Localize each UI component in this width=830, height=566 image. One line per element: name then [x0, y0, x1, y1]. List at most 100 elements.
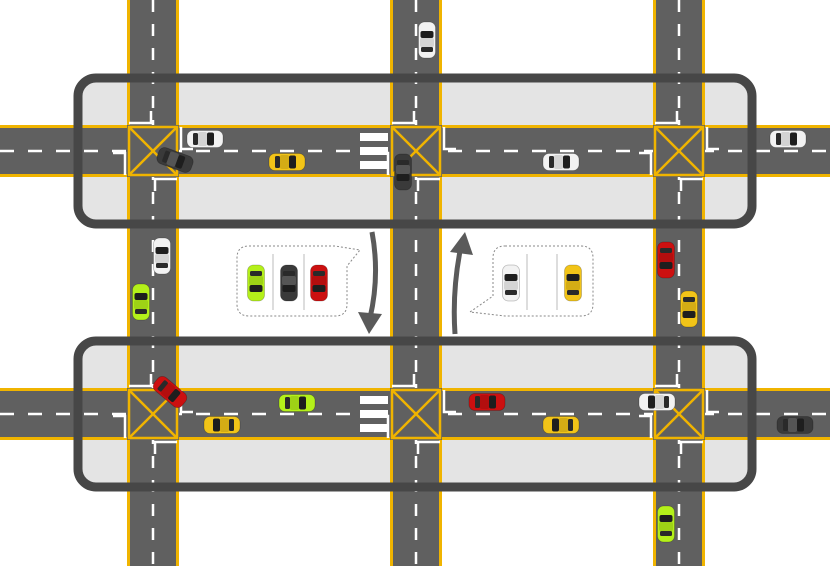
car-white — [769, 130, 807, 148]
stop-line — [639, 151, 653, 175]
car-windshield — [396, 174, 410, 181]
crosswalk-stripe — [360, 161, 388, 169]
stop-line — [129, 374, 153, 388]
callout-car — [564, 264, 582, 302]
car-roof — [480, 395, 489, 409]
stop-line — [376, 151, 390, 175]
stop-line — [153, 177, 177, 191]
car-roof — [396, 165, 410, 174]
car-red — [657, 241, 675, 279]
car-rear-window — [505, 290, 517, 295]
car-windshield — [134, 293, 148, 300]
stop-line — [179, 127, 193, 151]
stop-line — [679, 177, 703, 191]
car-roof — [312, 276, 326, 285]
car-rear-window — [397, 160, 409, 165]
car-roof — [655, 395, 664, 409]
car-windshield — [289, 155, 296, 169]
car-rear-window — [135, 309, 147, 314]
car-windshield — [312, 285, 326, 292]
car-roof — [160, 382, 176, 398]
car-dark — [156, 147, 194, 173]
down-arrow — [367, 231, 379, 319]
stop-line — [442, 127, 456, 151]
car-roof — [682, 302, 696, 311]
stop-line — [392, 374, 416, 388]
car-windshield — [299, 396, 306, 410]
callout-car — [310, 264, 328, 302]
car-dark — [394, 153, 412, 191]
stop-line — [705, 127, 719, 151]
car-windshield — [155, 247, 169, 254]
intersection-box-outline — [127, 388, 179, 440]
intersection-box-outline — [653, 388, 705, 440]
intersection-box-outline — [390, 125, 442, 177]
car-yellow — [680, 290, 698, 328]
callout-bubble — [468, 245, 594, 317]
car-white — [542, 153, 580, 171]
car-windshield — [282, 285, 296, 292]
arrow-head-down — [358, 312, 382, 334]
car-roof — [504, 281, 518, 290]
stop-line — [639, 414, 653, 438]
car-roof — [198, 132, 207, 146]
car-rear-window — [549, 156, 554, 168]
car-yellow — [542, 416, 580, 434]
car-rear-window — [283, 271, 295, 276]
stop-line — [655, 111, 679, 125]
car-rear-window — [660, 248, 672, 253]
car-roof — [166, 151, 179, 167]
car-roof — [781, 132, 790, 146]
stop-line — [129, 111, 153, 125]
car-roof — [290, 396, 299, 410]
car-rear-window — [421, 47, 433, 52]
car-rear-window — [776, 133, 781, 145]
car-roof — [282, 276, 296, 285]
car-windshield — [797, 418, 804, 432]
arrow-head-up — [450, 232, 473, 255]
car-roof — [566, 281, 580, 290]
vertical-road — [127, 0, 179, 566]
car-windshield — [563, 155, 570, 169]
car-rear-window — [285, 397, 290, 409]
intersection-cross — [654, 126, 704, 176]
car-windshield — [489, 395, 496, 409]
intersection-cross — [128, 126, 178, 176]
vertical-road — [390, 0, 442, 566]
intersection-cross — [391, 389, 441, 439]
car-rear-window — [229, 419, 234, 431]
car-windshield — [175, 155, 186, 169]
callout-car — [280, 264, 298, 302]
car-windshield — [168, 389, 181, 402]
lower-intersection-zone-border — [73, 336, 757, 492]
car-rear-window — [250, 271, 262, 276]
car-rear-window — [275, 156, 280, 168]
car-windshield — [207, 132, 214, 146]
stop-line — [655, 374, 679, 388]
car-windshield — [213, 418, 220, 432]
crosswalk-stripe — [360, 396, 388, 404]
car-windshield — [552, 418, 559, 432]
stop-line — [376, 414, 390, 438]
car-windshield — [659, 262, 673, 269]
upper-intersection-zone-border — [73, 73, 757, 229]
vehicles-moving-up-callout — [468, 245, 594, 317]
car-green — [657, 505, 675, 543]
intersection-box-outline — [653, 125, 705, 177]
car-windshield — [790, 132, 797, 146]
crosswalk-stripe — [360, 410, 388, 418]
car-windshield — [566, 274, 580, 281]
callout-car — [502, 264, 520, 302]
car-rear-window — [568, 419, 573, 431]
stop-line — [679, 440, 703, 454]
stop-line — [153, 440, 177, 454]
up-arrow — [451, 245, 464, 335]
car-roof — [280, 155, 289, 169]
intersection-box-outline — [127, 125, 179, 177]
car-yellow — [268, 153, 306, 171]
stop-line — [392, 111, 416, 125]
stop-line — [442, 390, 456, 414]
car-windshield — [648, 395, 655, 409]
intersection-box-outline — [390, 388, 442, 440]
